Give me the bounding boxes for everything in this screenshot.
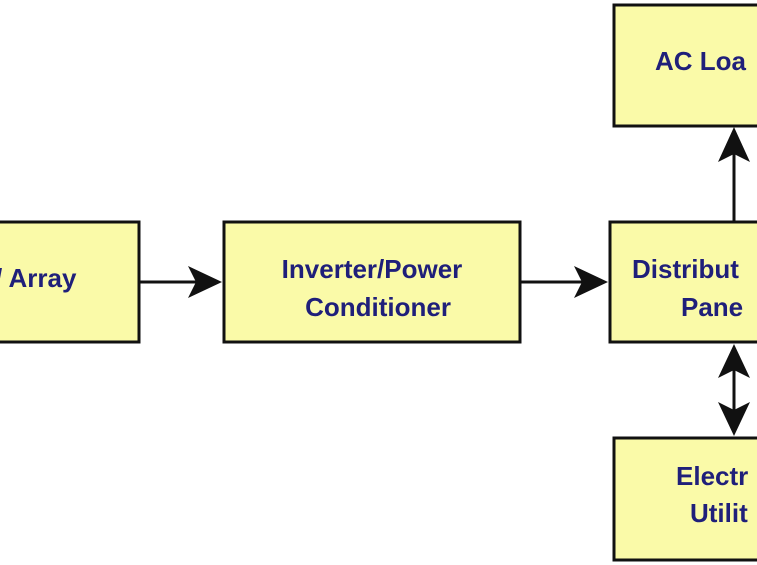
arrow-distribution-to-ac-load-head (718, 127, 750, 162)
inverter-node: Inverter/Power Conditioner (222, 220, 522, 344)
electric-utility-node: Electr Utilit (612, 436, 757, 562)
arrow-inverter-to-distribution-head (574, 266, 608, 298)
ac-load-box (612, 3, 757, 128)
arrow-distribution-to-ac-load (718, 127, 750, 222)
distribution-panel-label-line1: Distribut (632, 254, 739, 284)
distribution-panel-box (608, 220, 757, 344)
ac-load-node: AC Loa (612, 3, 757, 128)
arrow-distribution-utility-head-down (718, 402, 750, 436)
pv-array-label: / Array (0, 263, 77, 293)
arrow-distribution-utility-bidirectional (718, 344, 750, 436)
electric-utility-label-line2: Utilit (690, 498, 748, 528)
arrow-inverter-to-distribution (520, 266, 608, 298)
arrow-pv-to-inverter-head (188, 266, 222, 298)
arrow-distribution-utility-head-up (718, 344, 750, 378)
pv-array-node: / Array (0, 220, 141, 344)
distribution-panel-label-line2: Pane (681, 292, 743, 322)
ac-load-label: AC Loa (655, 46, 747, 76)
inverter-box (222, 220, 522, 344)
distribution-panel-node: Distribut Pane (608, 220, 757, 344)
inverter-label-line2: Conditioner (305, 292, 451, 322)
electric-utility-label-line1: Electr (676, 461, 748, 491)
arrow-pv-to-inverter (140, 266, 222, 298)
electric-utility-box (612, 436, 757, 562)
inverter-label-line1: Inverter/Power (282, 254, 463, 284)
pv-array-box (0, 220, 141, 344)
